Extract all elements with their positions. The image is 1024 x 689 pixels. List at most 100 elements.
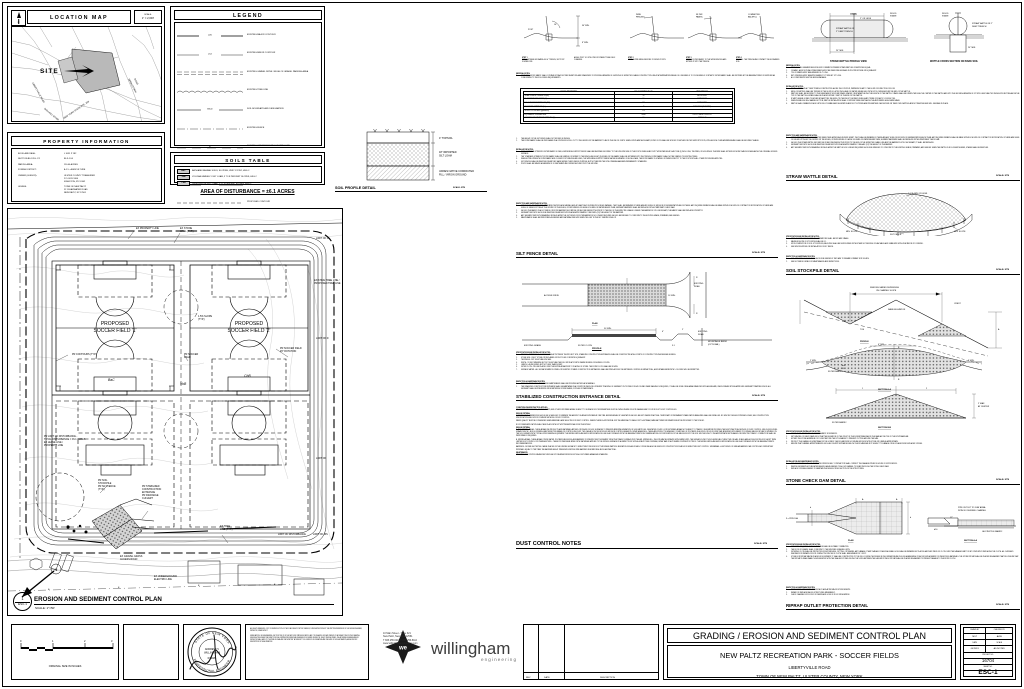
riprap-spec-header: SPECIFICATIONS AND INSTALLATION NOTES:	[786, 545, 821, 546]
svg-text:ACCESS ROAD: ACCESS ROAD	[120, 558, 138, 561]
svg-text:B: B	[898, 379, 900, 381]
svg-text:6": 6"	[662, 331, 664, 333]
stockpile-inspect-header: INSPECTION & MAINTENANCE NOTES:	[786, 257, 816, 258]
svg-text:EXISTING TREE LINE /: EXISTING TREE LINE /	[314, 279, 340, 282]
sce-spec-note: 2.STONE SIZE - USE 2" STONE OR RECLAIMED…	[516, 357, 586, 359]
svg-text:NEW YORK STATE RTE. 208: NEW YORK STATE RTE. 208	[63, 100, 91, 120]
dust-control-section-body: WATER QUALITY MUST BE CONSIDERED WHEN MA…	[516, 421, 705, 423]
project-road: LIBERTYVILLE ROAD	[788, 665, 831, 670]
checkdam-inspect-note: 1.THE CHECK DAMS SHALL BE INSPECTED PERI…	[786, 464, 898, 466]
location-map-scale-box: SCALE: 1" = 2,000'	[134, 10, 162, 24]
silt-fence-install-notes: INSTALLATION NOTES: 1.WHEN STANDARD STRE…	[516, 150, 778, 167]
checkdam-inspect-header: INSTALLATION AND MAINTENANCE NOTES:	[786, 462, 819, 463]
drawn-by-value: MST	[962, 633, 987, 641]
svg-text:1.5% SLOPE: 1.5% SLOPE	[198, 315, 212, 318]
svg-text:WATTLE CROSS SECTION ON BARE: WATTLE CROSS SECTION ON BARE SOIL	[930, 60, 979, 63]
dust-control-section-header: DESIGN CRITERIA:	[516, 413, 531, 415]
svg-text:24" MIN.: 24" MIN.	[836, 50, 844, 52]
svg-text:STRAW WATTLE IN: STRAW WATTLE IN	[836, 27, 855, 30]
drawing-title: GRADING / EROSION AND SEDIMENT CONTROL P…	[692, 631, 927, 641]
svg-text:EX STONE: EX STONE	[180, 227, 192, 230]
legend-symbol-electric: E	[177, 138, 247, 156]
site-label: SITE	[40, 68, 59, 75]
sce-inspect-note: 2.THE STABILIZED CONSTRUCTION ENTRANCE S…	[516, 386, 771, 390]
svg-text:STRAW WATTLE IN 2": STRAW WATTLE IN 2"	[972, 22, 993, 25]
svg-text:8" MIN.: 8" MIN.	[582, 42, 589, 44]
svg-text:SECTION A-A: SECTION A-A	[878, 388, 891, 391]
riprap-inspect-notes: INSPECTION & MAINTENANCE NOTES: 1.INSPEC…	[786, 588, 1020, 598]
silt-fence-material-notes-list: 1.SYNTHETIC FILTER FABRIC SHALL CONTAIN …	[516, 76, 778, 80]
firm-box: we willingham engineering 10 Main Street…	[373, 624, 529, 680]
soils-row-code: BaC	[177, 168, 190, 174]
scale-label: SCALE	[985, 639, 1013, 647]
stockpile-svg: 1:1 SLOPE OR LESS MIN. SLOPE MIN. SLOPE …	[839, 192, 973, 239]
silt-fence-step-id: STEP 1	[522, 58, 528, 59]
location-map-panel: N LOCATION MAP SCALE: 1" = 2,000'	[7, 6, 165, 124]
wattle-install-header: INSTALLATION NOTES:	[786, 87, 804, 88]
silt-fence-inspect-note: 1.FENCE SHALL BE INSPECTED IMMEDIATELY A…	[516, 206, 774, 210]
svg-text:1: 1	[862, 388, 864, 390]
svg-text:b: b	[910, 517, 912, 519]
property-row: LESSEE:TOWN OF NEW PALTZ 52 CLEARWATER R…	[18, 186, 158, 195]
svg-text:CONSTRUCTION: CONSTRUCTION	[142, 488, 162, 491]
svg-text:GEOTEXTILE FABRIC: GEOTEXTILE FABRIC	[982, 530, 1003, 533]
dust-control-section-header: MAINTENANCE:	[516, 452, 528, 454]
wattle-install-note: 6.WATTLE SHALL REMAIN IN PLACE UNTIL FUL…	[786, 103, 949, 105]
legend-item: E EXISTING UNDERGROUND ELECTRIC LINE	[177, 138, 319, 156]
location-map-scale-value: 1" = 2,000'	[141, 16, 155, 20]
wattle-inspect-header: INSPECTION AND MAINTENANCE NOTES:	[786, 136, 818, 137]
soils-row-code: VoB	[177, 174, 190, 181]
property-row-label: OWNER (LESSOR):	[18, 174, 37, 177]
svg-text:EXISTING GRADE: EXISTING GRADE	[524, 344, 542, 346]
dust-control-scale: SCALE: NTS	[754, 543, 768, 545]
sheet-no-label: SHEET NO.	[963, 663, 1013, 671]
legend-symbol-soil-boundary: BtCD	[177, 100, 247, 118]
svg-text:willingham: willingham	[430, 639, 510, 658]
stockpile-spec-notes: SPECIFICATION AND INSTALLATION NOTES: 1.…	[786, 237, 1020, 249]
property-row-value: A 1.5 - AGRICULTURE	[64, 169, 86, 172]
sce-detail-scale: SCALE: NTS	[752, 395, 766, 397]
svg-text:FILTER FABRIC: FILTER FABRIC	[832, 421, 847, 424]
site-plan-svg: PROPOSED SOCCER FIELD '1' PROPOSED SOCCE…	[8, 217, 342, 598]
soil-profile-detail-scale: SCALE: NTS	[453, 187, 465, 189]
svg-text:d50: d50	[934, 529, 938, 531]
silt-fence-material-notes-header: MATERIAL NOTES:	[516, 74, 531, 75]
svg-text:E: E	[209, 146, 211, 148]
sce-spec-note: 6.FILTER CLOTH - WILL BE PLACED OVER THE…	[516, 367, 618, 369]
silt-fence-step-id: STEP 2	[628, 58, 634, 59]
property-row: SECTION-BLOCK-LOT:86.3-1-54	[18, 158, 158, 161]
svg-text:FILL / VIRGIN GROUND: FILL / VIRGIN GROUND	[439, 174, 467, 177]
silt-fence-angle-note: ANGLE POST 10° UPSLOPE FOR STABILITY AND…	[574, 58, 616, 62]
riprap-inspect-header: INSPECTION & MAINTENANCE NOTES:	[786, 588, 816, 589]
svg-text:1: 1	[928, 413, 930, 415]
svg-text:WOOD: WOOD	[890, 13, 897, 15]
svg-text:LIBERTYVILLE ROAD: LIBERTYVILLE ROAD	[31, 82, 45, 104]
wattle-material-note: 4.NET OPENINGS MUST BE APPROXIMATELY 1/2…	[786, 75, 842, 77]
dust-control-section-body: NO POLYMER APPLICATION SHALL TAKE PLACE …	[516, 424, 592, 426]
svg-text:079481: 079481	[208, 656, 217, 660]
property-row: ZONING DISTRICT:A 1.5 - AGRICULTURE	[18, 169, 158, 172]
svg-text:POST: POST	[528, 29, 534, 31]
svg-text:4" TOPSOIL: 4" TOPSOIL	[439, 137, 453, 140]
svg-text:2' MAX.: 2' MAX.	[978, 402, 985, 405]
svg-text:220: 220	[208, 34, 212, 36]
drawn-by-label: DRAWN BY	[962, 626, 987, 635]
wattle-material-note: 2.ORGANIC, AGRICULTURAL STRAW FIBERS MUS…	[786, 70, 877, 72]
soil-profile-svg: 4" TOPSOIL 18" IMPORTED SILT LOAM VARIES…	[366, 128, 474, 181]
riprap-spec-note: 1.SUBGRADE REQUIRED IN THE SUBGRADE SHAL…	[786, 547, 849, 549]
svg-text:engineering: engineering	[481, 657, 517, 662]
svg-text:E: E	[274, 584, 276, 586]
dust-control-section-body: CONSTRUCTION OPERATIONS SHOULD BE SCHEDU…	[516, 415, 769, 419]
silt-fence-note: 2.THE FILTER FABRIC SHALL BE PURCHASED I…	[516, 141, 760, 143]
svg-text:SPACING VARIES DEPENDING: SPACING VARIES DEPENDING	[870, 286, 899, 289]
svg-text:FILTER FABRIC: FILTER FABRIC	[828, 370, 843, 373]
legend-item-label: EXISTING UNDERGROUND ELECTRIC LINE	[247, 145, 290, 148]
svg-text:TOTAL DISTURBANCE = ±6.1 ACRES: TOTAL DISTURBANCE = ±6.1 ACRES	[44, 438, 86, 441]
